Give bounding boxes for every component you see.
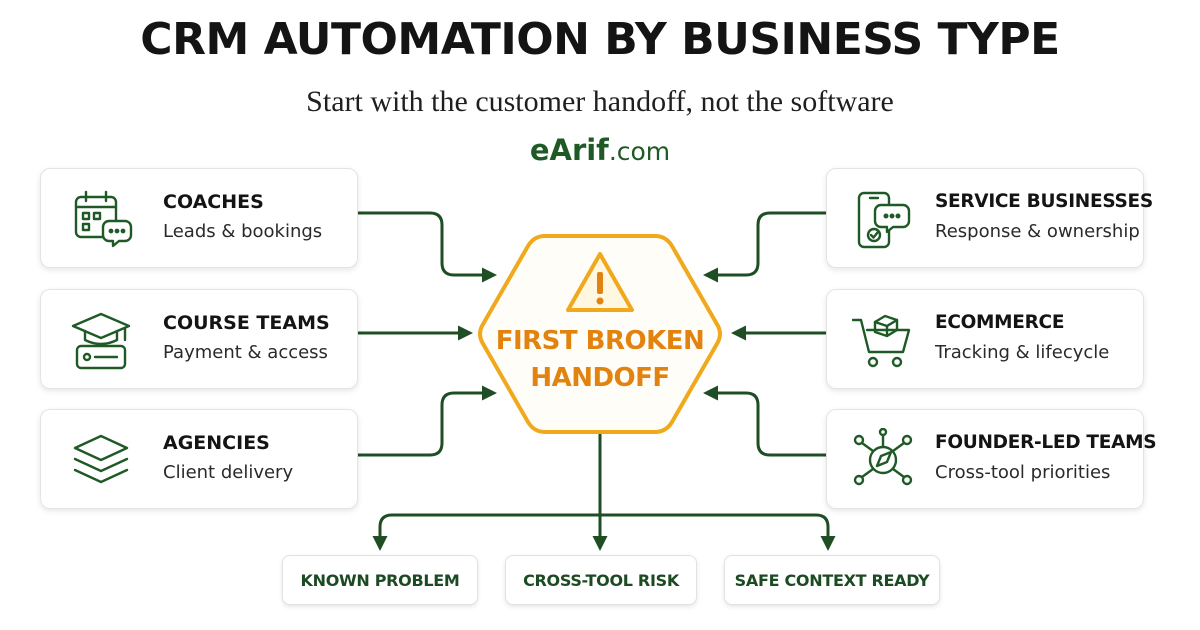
- arrow-known-problem: [372, 513, 600, 551]
- warning-icon: [566, 252, 634, 312]
- arrow-safe-context: [600, 513, 836, 551]
- arrow-service-businesses: [703, 211, 826, 283]
- card-subtitle: Tracking & lifecycle: [935, 342, 1110, 363]
- card-subtitle: Payment & access: [163, 342, 328, 363]
- card-title: SERVICE BUSINESSES: [935, 191, 1153, 212]
- card-title: AGENCIES: [163, 432, 270, 454]
- outcome-cross-tool-risk[interactable]: CROSS-TOOL RISK: [505, 555, 697, 605]
- graduation-card-icon: [69, 308, 133, 372]
- calendar-chat-icon: [69, 187, 133, 251]
- page-title: CRM AUTOMATION BY BUSINESS TYPE: [140, 14, 1060, 65]
- card-subtitle: Response & ownership: [935, 221, 1140, 242]
- brand-logo[interactable]: eArif.com: [0, 133, 1200, 167]
- card-ecommerce[interactable]: ECOMMERCE Tracking & lifecycle: [826, 289, 1144, 389]
- network-compass-icon: [851, 427, 915, 492]
- arrow-agencies: [357, 385, 497, 457]
- card-course-teams[interactable]: COURSE TEAMS Payment & access: [40, 289, 358, 389]
- brand-domain: .com: [608, 137, 671, 166]
- card-coaches[interactable]: COACHES Leads & bookings: [40, 168, 358, 268]
- card-title: COURSE TEAMS: [163, 312, 330, 334]
- outcome-known-problem[interactable]: KNOWN PROBLEM: [282, 555, 478, 605]
- phone-chat-icon: [851, 187, 915, 251]
- arrow-coaches: [357, 211, 497, 283]
- layers-icon: [69, 428, 133, 492]
- center-label-line1: FIRST BROKEN: [495, 326, 705, 356]
- outcome-safe-context-ready[interactable]: SAFE CONTEXT READY: [724, 555, 940, 605]
- shopping-cart-icon: [851, 308, 915, 372]
- card-title: FOUNDER-LED TEAMS: [935, 432, 1157, 453]
- page-subtitle: Start with the customer handoff, not the…: [306, 85, 894, 118]
- card-title: COACHES: [163, 191, 264, 213]
- arrow-founder-led: [703, 385, 826, 457]
- card-subtitle: Leads & bookings: [163, 221, 323, 242]
- card-title: ECOMMERCE: [935, 312, 1065, 333]
- center-hexagon: [478, 234, 722, 434]
- card-subtitle: Cross-tool priorities: [935, 462, 1111, 483]
- card-agencies[interactable]: AGENCIES Client delivery: [40, 409, 358, 509]
- card-service-businesses[interactable]: SERVICE BUSINESSES Response & ownership: [826, 168, 1153, 268]
- brand-name: eArif: [529, 133, 609, 167]
- card-founder-led-teams[interactable]: FOUNDER-LED TEAMS Cross-tool priorities: [826, 409, 1157, 509]
- center-label-line2: HANDOFF: [530, 363, 670, 393]
- card-subtitle: Client delivery: [163, 462, 294, 483]
- center-label: FIRST BROKEN HANDOFF: [470, 323, 730, 397]
